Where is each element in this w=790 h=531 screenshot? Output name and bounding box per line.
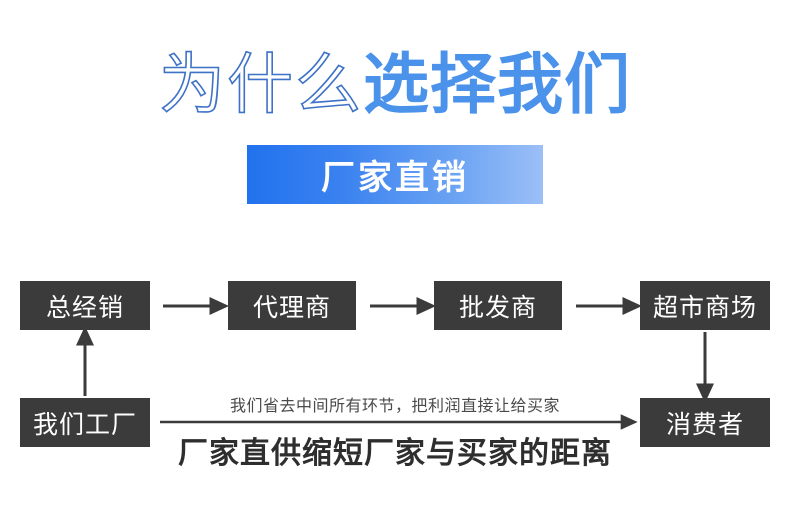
subtitle-banner-label: 厂家直销 [321,158,469,198]
page-title-thin: 为什么 [158,46,363,123]
message-line-top: 我们省去中间所有环节，把利润直接让给买家 [229,396,560,415]
flow-box-label: 我们工厂 [32,409,137,439]
flow-box-chaoshi-shangchang[interactable]: 超市商场 [640,281,770,330]
flow-box-label: 批发商 [458,292,537,322]
message-line-bottom: 厂家直供缩短厂家与买家的距离 [178,436,612,471]
flow-box-label: 消费者 [665,409,744,439]
flow-box-label: 总经销 [45,292,124,322]
flow-box-dailishang[interactable]: 代理商 [228,281,356,330]
flow-box-label: 超市商场 [652,292,757,322]
flow-box-label: 代理商 [252,292,331,322]
flow-box-zongjingxiao[interactable]: 总经销 [20,281,150,330]
flow-box-women-gongchang[interactable]: 我们工厂 [20,398,150,447]
subtitle-banner: 厂家直销 [247,145,543,204]
flow-box-xiaofeizhe[interactable]: 消费者 [640,398,770,447]
flow-box-pifashang[interactable]: 批发商 [434,281,562,330]
page-title-bold: 选择我们 [363,46,631,123]
page-title: 为什么选择我们 [0,51,790,119]
